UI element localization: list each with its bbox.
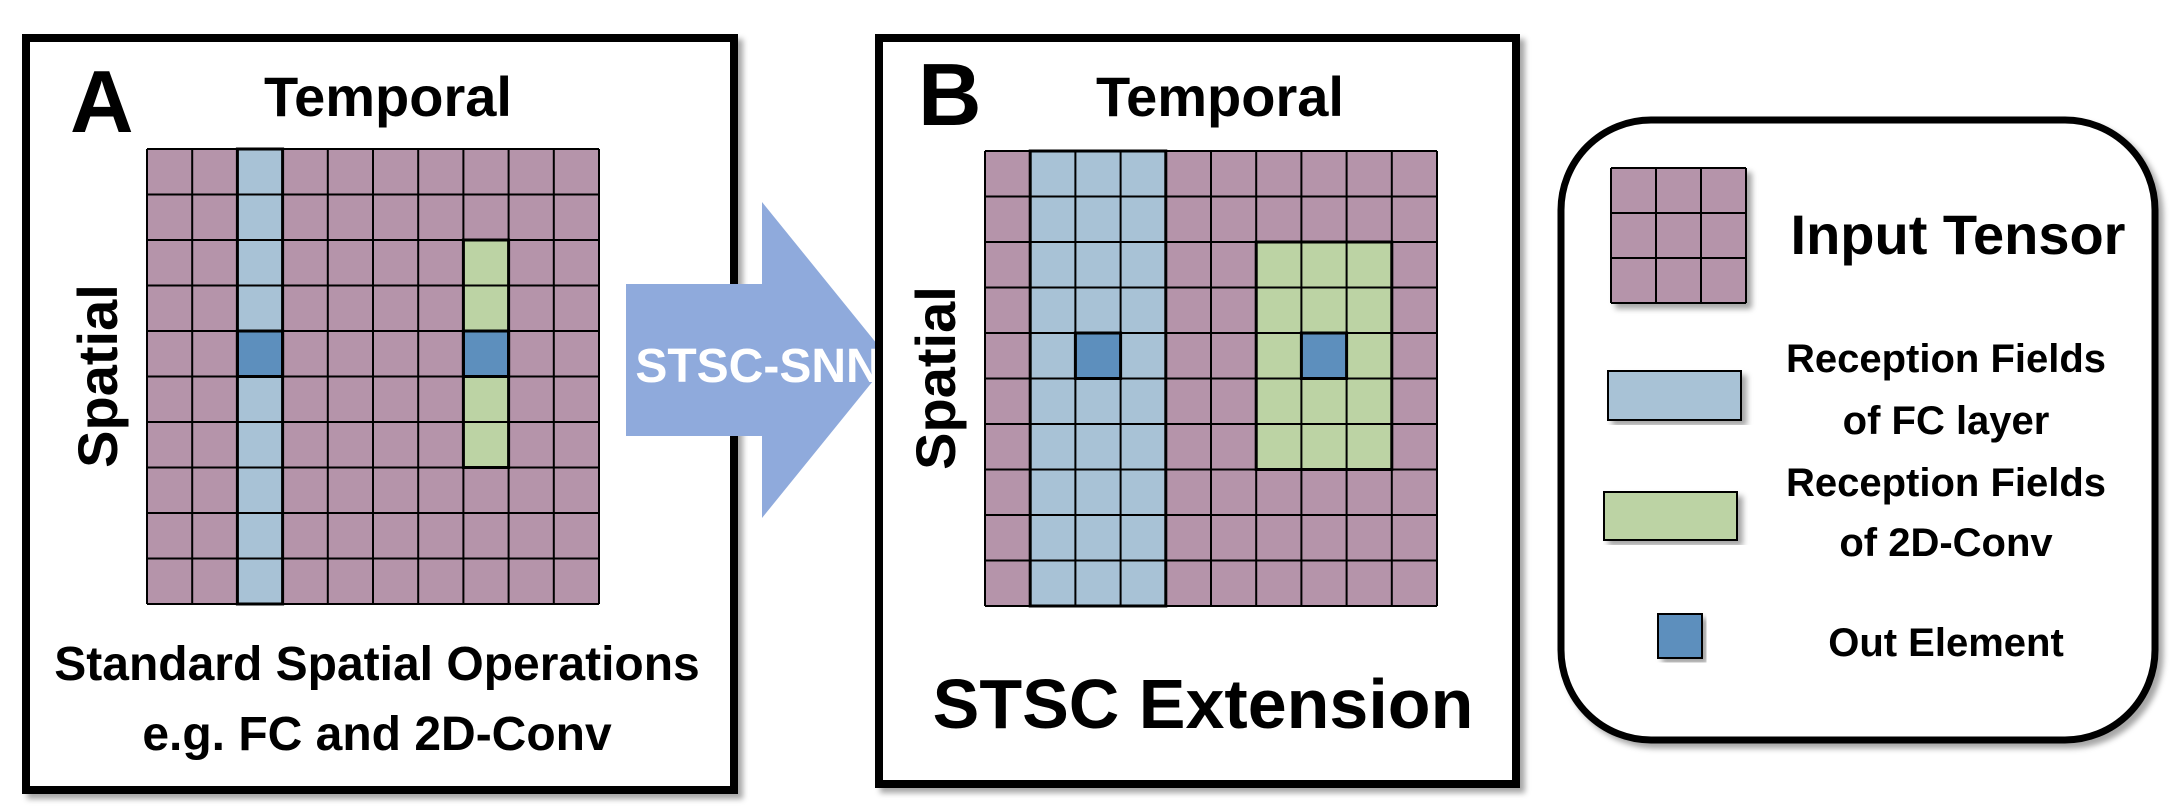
- panel-b-caption: STSC Extension: [933, 665, 1474, 743]
- panel-a-fc-out-element: [237, 331, 283, 377]
- panel-b-input-grid: [984, 149, 1438, 608]
- legend-conv-swatch: [1603, 491, 1738, 541]
- panel-a-caption-line2: e.g. FC and 2D-Conv: [142, 708, 612, 761]
- legend-input-tensor-swatch: [1610, 167, 1747, 304]
- panel-b-fc-field-outline: [1028, 149, 1168, 608]
- panel-b-temporal-label: Temporal: [1096, 65, 1344, 128]
- legend-grid-lines: [1610, 167, 1747, 304]
- panel-b-conv-field-outline: [1254, 240, 1394, 471]
- legend-out-element-swatch: [1657, 613, 1703, 659]
- arrow-label: STSC-SNN: [635, 340, 880, 393]
- panel-a-temporal-label: Temporal: [264, 65, 512, 128]
- panel-b-fc-out-element-outline: [1073, 331, 1123, 380]
- transform-arrow: [626, 202, 890, 518]
- legend-conv-label-line1: Reception Fields: [1786, 461, 2106, 505]
- panel-a-conv-out-element-outline: [461, 329, 511, 378]
- panel-a-fc-out-element-outline: [235, 329, 285, 378]
- panel-a-letter: A: [70, 52, 134, 151]
- panel-a-input-grid: [146, 147, 600, 606]
- panel-b-fc-out-element: [1075, 333, 1121, 379]
- panel-a-caption-line1: Standard Spatial Operations: [54, 638, 699, 691]
- panel-b-conv-out-element-outline: [1299, 331, 1349, 380]
- panel-a-conv-out-element: [463, 331, 509, 377]
- legend-input-tensor-label: Input Tensor: [1791, 203, 2126, 266]
- panel-b-conv-out-element: [1301, 333, 1347, 379]
- panel-b-spatial-label: Spatial: [904, 286, 967, 470]
- legend-fc-label-line1: Reception Fields: [1786, 337, 2106, 381]
- legend-out-element-label: Out Element: [1828, 621, 2064, 665]
- legend-grid-background: [1611, 168, 1746, 303]
- legend-fc-swatch: [1607, 370, 1742, 421]
- legend-conv-label-line2: of 2D-Conv: [1839, 521, 2053, 565]
- panel-a-spatial-label: Spatial: [66, 284, 129, 468]
- legend-fc-label-line2: of FC layer: [1843, 399, 2050, 443]
- panel-b-letter: B: [918, 45, 982, 144]
